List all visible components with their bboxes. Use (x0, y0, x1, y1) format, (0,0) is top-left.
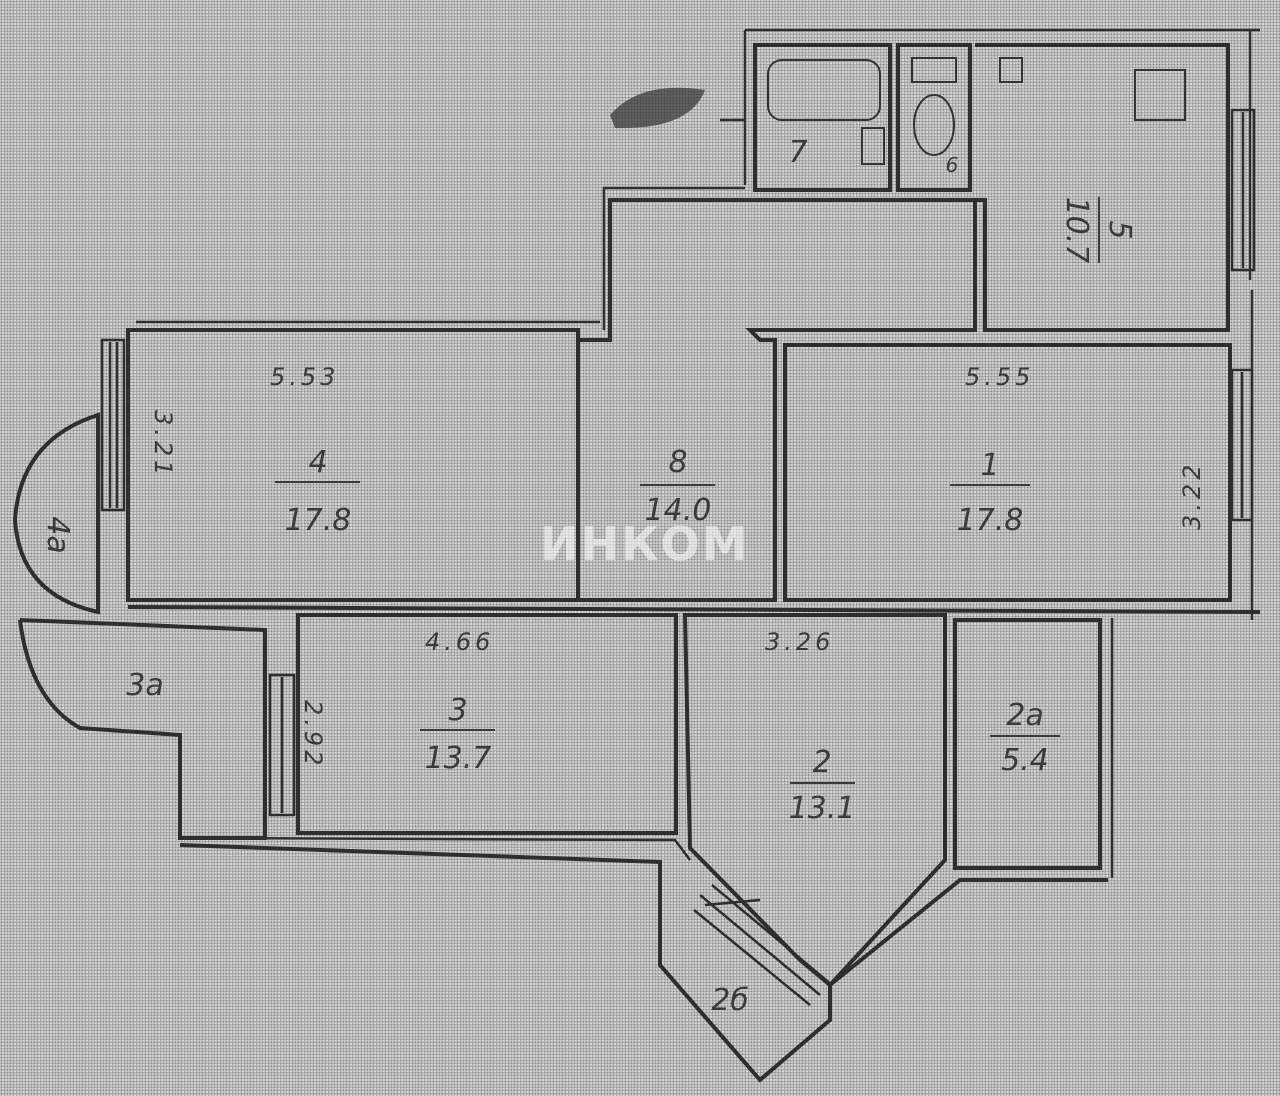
room-1-number: 1 (980, 448, 999, 483)
room-8-area: 14.0 (645, 493, 712, 528)
middle-wall (127, 605, 1261, 614)
bathtub-icon (767, 59, 881, 121)
room-4-number: 4 (308, 445, 327, 480)
room-2b-number: 2б (711, 983, 749, 1018)
toilet-bowl-icon (913, 94, 955, 156)
dim-room-4-width: 5.53 (270, 363, 339, 391)
room-3-number: 3 (448, 693, 467, 728)
room-labels: 4 17.8 8 14.0 1 17.8 5 10.7 7 6 3 13.7 2… (40, 135, 1137, 1018)
window-room-4 (100, 338, 126, 512)
window-room-5 (1230, 108, 1256, 272)
hall-inner-wall (602, 186, 745, 330)
room-6-number: 6 (946, 153, 959, 177)
bottom-outer-wall (179, 843, 1108, 1083)
room-3-area: 13.7 (425, 741, 492, 776)
room-2-walls (682, 613, 947, 988)
window-room-3 (268, 673, 296, 817)
room-2-area: 13.1 (789, 791, 856, 826)
bath-niche-wall (720, 118, 747, 185)
watermark-text: ИНКОМ (540, 517, 749, 571)
balcony-2b-window (693, 884, 833, 1006)
dim-room-2-width: 3.26 (765, 628, 834, 656)
bottom-inner-wall (184, 836, 691, 861)
dim-room-1-width: 5.55 (965, 363, 1034, 391)
fixtures (610, 57, 1186, 165)
kitchen-sink-icon (999, 57, 1023, 83)
room-6-walls (896, 43, 972, 192)
dim-room-1-depth: 3.22 (1178, 461, 1206, 530)
toilet-tank-icon (911, 57, 957, 83)
room-8-walls (580, 198, 977, 602)
room-3-walls (296, 613, 678, 835)
room-3a-number: 3а (126, 668, 163, 703)
room-2a-walls (953, 618, 1102, 870)
room-2a-area: 5.4 (1001, 743, 1049, 778)
dim-room-3-width: 4.66 (425, 628, 494, 656)
room-7-walls (753, 43, 892, 192)
room-3a-walls (18, 618, 267, 840)
room-5-area: 10.7 (1059, 197, 1094, 264)
window-room-1 (1230, 368, 1254, 522)
room-4a-walls (12, 412, 100, 615)
sink-icon (861, 127, 885, 165)
smudge-mark (610, 87, 705, 129)
room-7-number: 7 (788, 135, 807, 170)
room-4-area: 17.8 (285, 503, 352, 538)
dim-room-3-depth: 2.92 (299, 700, 327, 769)
room-2-number: 2 (812, 745, 831, 780)
dimensions: 5.53 3.21 5.55 3.22 4.66 2.92 3.26 (149, 363, 1206, 769)
dim-room-4-depth: 3.21 (149, 410, 177, 479)
room-8-number: 8 (668, 445, 687, 480)
room-2a-number: 2а (1006, 698, 1043, 733)
walls (12, 28, 1261, 1083)
room-4a-number: 4а (40, 516, 75, 553)
room-5-walls (975, 43, 1230, 332)
room-1-area: 17.8 (957, 503, 1024, 538)
room-1-walls (783, 343, 1232, 602)
room-5-number: 5 (1102, 220, 1137, 239)
room-4-walls (126, 328, 580, 602)
stove-icon (1134, 69, 1186, 121)
